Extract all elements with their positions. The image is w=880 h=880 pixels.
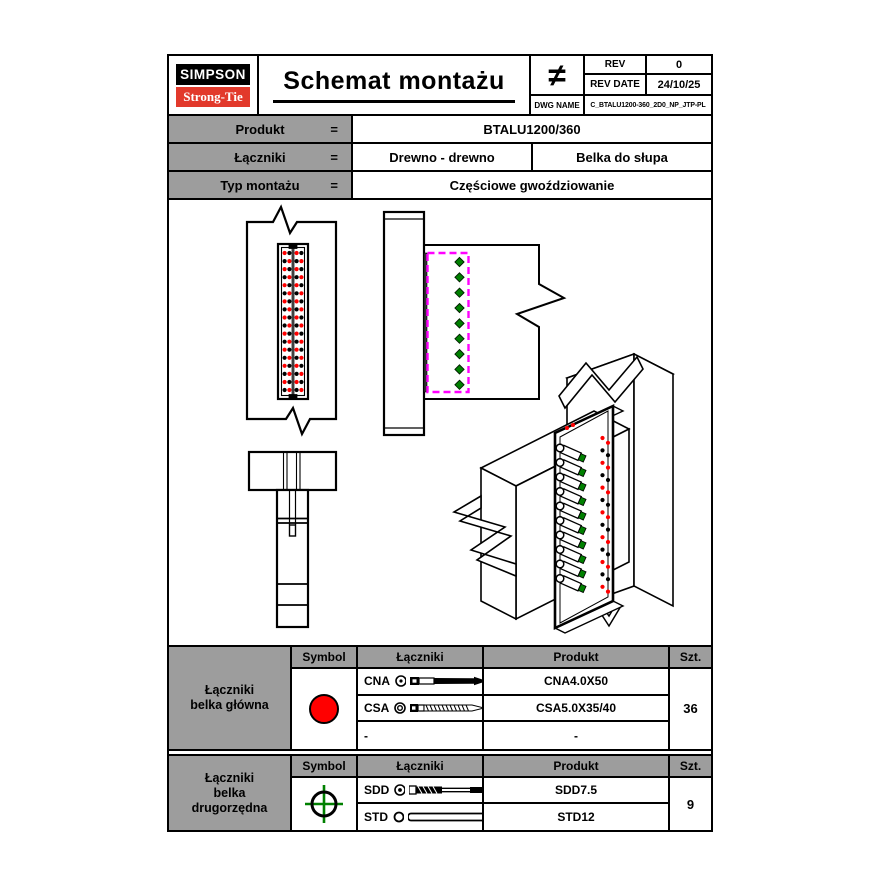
plan-view <box>247 450 338 629</box>
revision-block: ≠ REV 0 REV DATE 24/10/25 DWG NAME C_BTA… <box>531 56 711 114</box>
group-label-main-beam: Łączniki belka główna <box>169 647 292 749</box>
fastener-code: SDD <box>364 783 390 797</box>
logo-strong-tie: Strong-Tie <box>176 86 250 107</box>
red-circle-symbol <box>309 693 339 724</box>
front-view-nail-holes <box>282 250 304 393</box>
fastener-cell-empty: - <box>358 722 484 749</box>
logo-simpson: SIMPSON <box>176 63 250 85</box>
group-line: belka <box>213 785 246 800</box>
dwg-name-label: DWG NAME <box>531 96 585 114</box>
open-circle-symbol-icon <box>393 811 404 823</box>
group-line: belka główna <box>190 698 269 712</box>
group-line: Łączniki <box>204 770 255 785</box>
product-value: BTALU1200/360 <box>483 121 581 137</box>
qty-secondary-beam: 9 <box>686 796 695 812</box>
col-header-produkt: Produkt <box>484 756 670 778</box>
symbol-cell-secondary <box>292 778 358 830</box>
equals-sign: = <box>330 121 338 137</box>
dowel-icon <box>407 812 482 822</box>
fastener-code: STD <box>364 810 388 824</box>
drawing-area <box>169 200 711 647</box>
title-block: SIMPSON Strong-Tie Schemat montażu ≠ REV… <box>169 56 711 116</box>
col-header-symbol: Symbol <box>292 647 358 669</box>
fastener-cell-std: STD <box>358 804 484 830</box>
equals-sign: = <box>330 177 338 193</box>
dwg-name-value: C_BTALU1200-360_2D0_NP_JTP-PL <box>590 101 706 109</box>
fastener-cell-sdd: SDD <box>358 778 484 804</box>
screw-icon <box>409 703 482 712</box>
assembly-drawing <box>245 204 676 634</box>
crosshair-symbol-icon <box>305 785 343 823</box>
col-header-symbol: Symbol <box>292 756 358 778</box>
qty-main-beam: 36 <box>683 701 698 717</box>
symbol-cell-main <box>292 669 358 749</box>
bom-table-main-beam: Łączniki belka główna Symbol Łączniki Pr… <box>169 647 711 751</box>
hidden-connector-outline <box>426 251 470 394</box>
fasteners-label: Łączniki <box>234 149 286 165</box>
col-header-laczniki: Łączniki <box>358 756 484 778</box>
group-label-secondary-beam: Łączniki belka drugorzędna <box>169 756 292 830</box>
mount-type-label: Typ montażu <box>220 177 300 193</box>
fasteners-value-2: Belka do słupa <box>576 149 668 165</box>
rev-date-value: 24/10/25 <box>647 75 711 96</box>
filled-ring-symbol-icon <box>394 784 405 796</box>
side-view-fasteners <box>454 256 465 391</box>
fasteners-value-1: Drewno - drewno <box>353 144 533 170</box>
product-cell-csa: CSA5.0X35/40 <box>484 695 670 723</box>
product-cell-cna: CNA4.0X50 <box>484 669 670 696</box>
mount-type-row: Typ montażu = Częściowe gwoździowanie <box>169 172 711 198</box>
table-divider <box>169 751 711 754</box>
mount-type-label-cell: Typ montażu = <box>169 172 353 198</box>
logo: SIMPSON Strong-Tie <box>169 56 259 114</box>
drawing-sheet: SIMPSON Strong-Tie Schemat montażu ≠ REV… <box>167 54 713 832</box>
page-title: Schemat montażu <box>273 67 515 103</box>
product-cell-sdd: SDD7.5 <box>484 778 670 804</box>
rev-label: REV <box>585 56 647 75</box>
iso-view-screws <box>555 443 587 594</box>
product-row: Produkt = BTALU1200/360 <box>169 116 711 144</box>
col-header-qty: Szt. <box>670 756 711 778</box>
rev-value: 0 <box>647 56 711 75</box>
title-cell: Schemat montażu <box>259 56 531 114</box>
equals-sign: = <box>330 149 338 165</box>
fastener-code: CSA <box>364 700 390 715</box>
product-label: Produkt <box>235 121 285 137</box>
iso-view-nail-holes <box>565 423 611 594</box>
fasteners-row: Łączniki = Drewno - drewno Belka do słup… <box>169 144 711 172</box>
group-line: Łączniki <box>204 683 255 697</box>
group-line: drugorzędna <box>191 800 268 815</box>
product-cell-empty: - <box>484 722 670 749</box>
col-header-laczniki: Łączniki <box>358 647 484 669</box>
product-info-table: Produkt = BTALU1200/360 Łączniki = Drewn… <box>169 116 711 200</box>
ring-nail-symbol-icon <box>395 675 407 688</box>
mount-type-value: Częściowe gwoździowanie <box>449 177 615 193</box>
dowel-screw-icon <box>408 785 482 795</box>
front-view <box>245 204 338 437</box>
product-label-cell: Produkt = <box>169 116 353 142</box>
bom-table-secondary-beam: Łączniki belka drugorzędna Symbol Łączni… <box>169 754 711 830</box>
rev-date-label: REV DATE <box>585 75 647 96</box>
fastener-cell-csa: CSA <box>358 695 484 723</box>
double-ring-symbol-icon <box>394 702 406 714</box>
col-header-produkt: Produkt <box>484 647 670 669</box>
fasteners-label-cell: Łączniki = <box>169 144 353 170</box>
side-view <box>382 210 567 437</box>
nail-icon <box>410 677 482 686</box>
fastener-code: - <box>364 728 368 743</box>
fastener-cell-cna: CNA <box>358 669 484 696</box>
not-equal-icon: ≠ <box>531 56 585 96</box>
product-cell-std: STD12 <box>484 804 670 830</box>
fastener-code: CNA <box>364 674 390 689</box>
col-header-qty: Szt. <box>670 647 711 669</box>
